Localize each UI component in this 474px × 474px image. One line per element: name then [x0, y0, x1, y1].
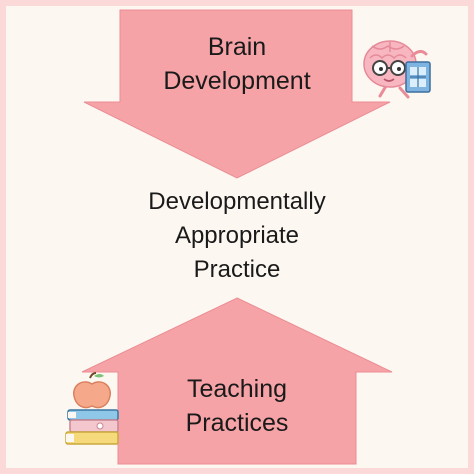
center-label-line1: Developmentally	[148, 188, 326, 215]
center-label-line3: Practice	[193, 256, 281, 283]
brain-mascot-icon	[363, 40, 431, 99]
down-arrow	[83, 9, 391, 179]
brain-development-label: Brain Development	[92, 30, 382, 98]
up-arrow	[81, 297, 393, 465]
dap-label: Developmentally Appropriate Practice	[0, 185, 474, 287]
bottom-label-line2: Practices	[185, 409, 289, 437]
books-apple-icon	[65, 372, 119, 445]
top-label-line2: Development	[163, 67, 311, 95]
teaching-practices-label: Teaching Practices	[92, 372, 382, 440]
center-label-line2: Appropriate	[174, 222, 300, 249]
bottom-label-line1: Teaching	[186, 375, 288, 403]
top-label-line1: Brain	[207, 33, 267, 61]
